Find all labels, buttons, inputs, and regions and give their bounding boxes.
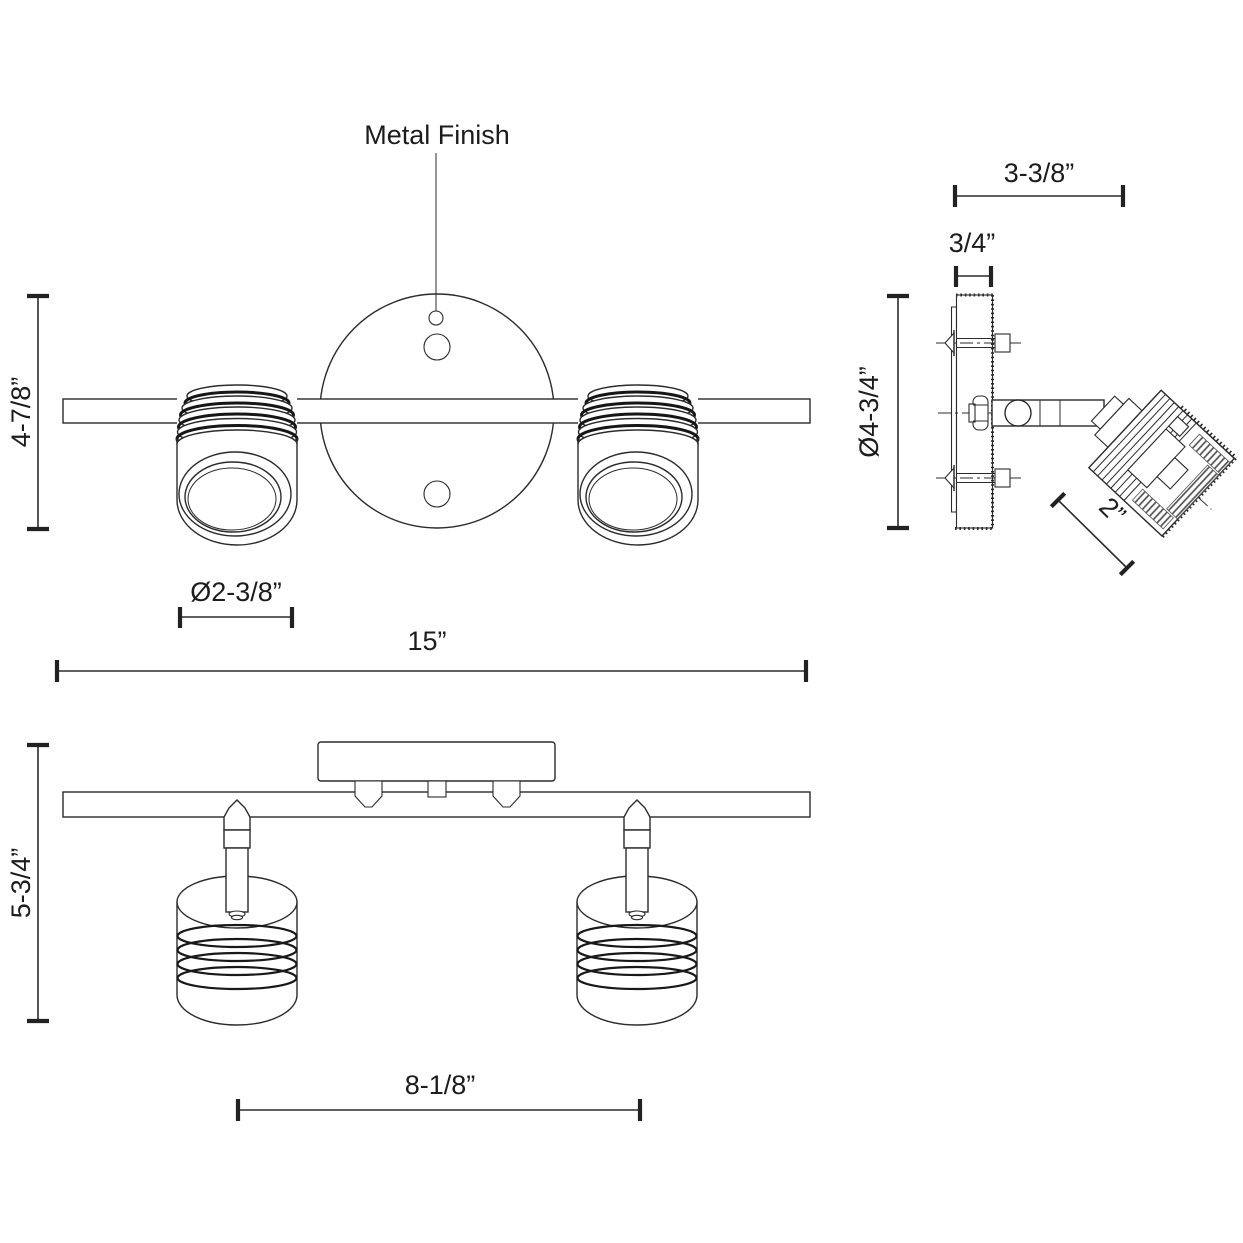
spot-head-front-right [576,383,700,547]
bottom-head-spacing-label: 8-1/8” [405,1070,476,1100]
front-view: Metal Finish 4-7/8” Ø2-3/8” 15” [6,120,811,682]
side-canopy-diameter-label: Ø4-3/4” [854,366,884,458]
canopy-hole-bottom [423,480,451,508]
spot-head-side-angled [1087,389,1238,540]
front-width-label: 15” [407,626,446,656]
bottom-view: 5-3/4” 8-1/8” [6,741,811,1121]
metal-finish-label: Metal Finish [364,120,510,150]
ball-joint [1004,399,1032,427]
side-plate-thickness-label: 3/4” [949,228,996,258]
dim-front-head-diameter: Ø2-3/8” [177,577,295,628]
front-height-label: 4-7/8” [6,377,36,448]
spot-head-bottom-left [175,798,299,1027]
canopy-hole-top-small [428,310,444,326]
spot-head-front-left [175,383,299,547]
dim-side-head-length: 2” [1049,492,1136,577]
mounting-screw-bottom [936,465,1022,491]
side-view: 3-3/8” 3/4” [854,158,1238,577]
front-head-diameter-label: Ø2-3/8” [190,577,282,607]
side-depth-label: 3-3/8” [1004,158,1075,188]
canopy-hole-top [423,333,451,361]
dim-side-depth: 3-3/8” [952,158,1126,207]
mounting-screw-top [936,330,1022,356]
pivot-arm [938,395,1138,431]
mount-center-lug [427,780,447,798]
dim-bottom-height: 5-3/4” [6,742,49,1024]
bottom-height-label: 5-3/4” [6,848,36,919]
dim-front-height: 4-7/8” [6,293,49,532]
dim-side-canopy-diameter: Ø4-3/4” [854,293,909,531]
mount-tab-right [492,780,521,808]
mount-tab-left [354,780,383,808]
dim-side-plate-thickness: 3/4” [949,228,996,287]
mounting-plate [317,741,556,782]
dim-bottom-head-spacing: 8-1/8” [235,1070,643,1121]
canopy-side [936,293,1238,540]
dim-front-width: 15” [54,626,809,682]
spot-head-bottom-right [575,798,699,1027]
